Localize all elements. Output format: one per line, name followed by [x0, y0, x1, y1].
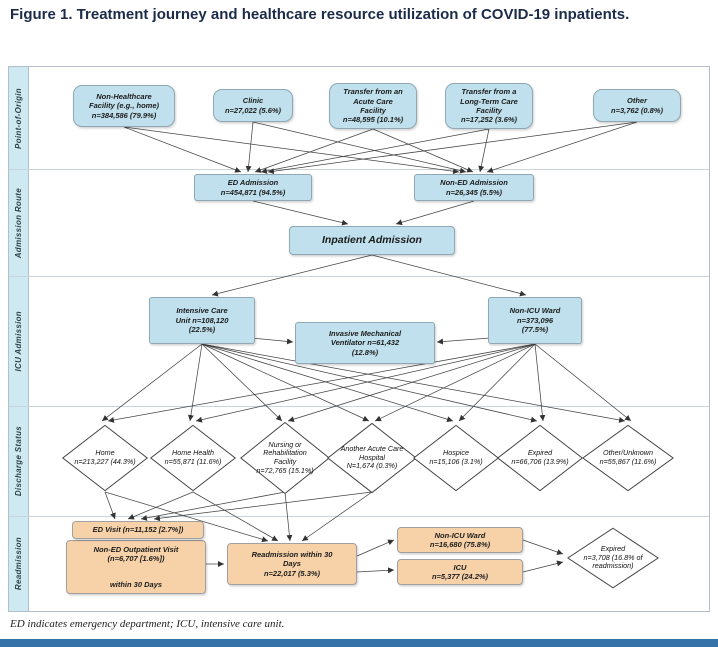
node-ed-admission: ED Admission n=454,871 (94.5%)	[194, 174, 312, 201]
node-inpatient-admission: Inpatient Admission	[289, 226, 455, 255]
node-non-ed-outpatient-visit: Non-ED Outpatient Visit (n=6,707 [1.6%])	[93, 545, 179, 564]
node-origin-other: Other n=3,762 (0.8%)	[593, 89, 681, 122]
node-discharge-hospice: Hospice n=15,106 (3.1%)	[412, 424, 500, 492]
diamond-label: Another Acute Care Hospital N=1,674 (0.3…	[340, 444, 404, 471]
row-label-text: Discharge Status	[14, 426, 23, 497]
diamond-label: Expired n=66,706 (13.9%)	[511, 448, 569, 466]
row-label-point-of-origin: Point-of-Origin	[9, 67, 29, 169]
row-label-readmission: Readmission	[9, 517, 29, 611]
diamond-label: Home n=213,227 (44.3%)	[74, 448, 136, 466]
node-origin-non-healthcare: Non-Healthcare Facility (e.g., home) n=3…	[73, 85, 175, 127]
row-admission-route: Admission Route	[9, 170, 709, 277]
diamond-label: Hospice n=15,106 (3.1%)	[429, 448, 483, 466]
diamond-label: Other/Unknown n=55,867 (11.6%)	[599, 448, 657, 466]
figure-footnote: ED indicates emergency department; ICU, …	[10, 618, 285, 630]
node-discharge-other-unknown: Other/Unknown n=55,867 (11.6%)	[581, 424, 675, 492]
node-origin-transfer-long-term: Transfer from a Long-Term Care Facility …	[445, 83, 533, 129]
node-readmit-icu: ICU n=5,377 (24.2%)	[397, 559, 523, 585]
node-discharge-home-health: Home Health n=55,871 (11.6%)	[149, 424, 237, 492]
row-label-text: Point-of-Origin	[14, 87, 23, 149]
node-readmit-non-icu-ward: Non-ICU Ward n=16,680 (75.8%)	[397, 527, 523, 553]
node-origin-transfer-acute: Transfer from an Acute Care Facility n=4…	[329, 83, 417, 129]
node-origin-clinic: Clinic n=27,022 (5.6%)	[213, 89, 293, 122]
row-label-icu-admission: ICU Admission	[9, 277, 29, 406]
node-non-ed-admission: Non-ED Admission n=26,345 (5.5%)	[414, 174, 534, 201]
node-outpatient-group: Non-ED Outpatient Visit (n=6,707 [1.6%])…	[66, 540, 206, 594]
node-discharge-home: Home n=213,227 (44.3%)	[61, 424, 149, 492]
diamond-label: Expired n=3,708 (16.8% of readmission)	[583, 544, 643, 571]
row-label-text: Readmission	[14, 537, 23, 591]
node-invasive-mechanical-ventilator: Invasive Mechanical Ventilator n=61,432 …	[295, 322, 435, 364]
figure-title: Figure 1. Treatment journey and healthca…	[10, 6, 630, 23]
row-readmission: Readmission	[9, 517, 709, 611]
node-ed-visit: ED Visit (n=11,152 [2.7%])	[72, 521, 204, 539]
node-readmit-expired: Expired n=3,708 (16.8% of readmission)	[566, 527, 660, 589]
row-label-text: Admission Route	[14, 187, 23, 259]
row-label-text: ICU Admission	[14, 311, 23, 372]
node-intensive-care-unit: Intensive Care Unit n=108,120 (22.5%)	[149, 297, 255, 344]
row-label-discharge-status: Discharge Status	[9, 407, 29, 516]
node-discharge-another-hospital: Another Acute Care Hospital N=1,674 (0.3…	[326, 422, 418, 494]
diamond-label: Home Health n=55,871 (11.6%)	[164, 448, 222, 466]
node-non-icu-ward: Non-ICU Ward n=373,096 (77.5%)	[488, 297, 582, 344]
node-discharge-nursing: Nursing or Rehabilitation Facility n=72,…	[239, 421, 331, 495]
node-discharge-expired: Expired n=66,706 (13.9%)	[496, 424, 584, 492]
diamond-label: Nursing or Rehabilitation Facility n=72,…	[256, 439, 314, 475]
node-readmission-30-days: Readmission within 30 Days n=22,017 (5.3…	[227, 543, 357, 585]
node-within-30-days: within 30 Days	[109, 579, 163, 589]
row-label-admission-route: Admission Route	[9, 170, 29, 276]
footer-bar	[0, 639, 718, 647]
